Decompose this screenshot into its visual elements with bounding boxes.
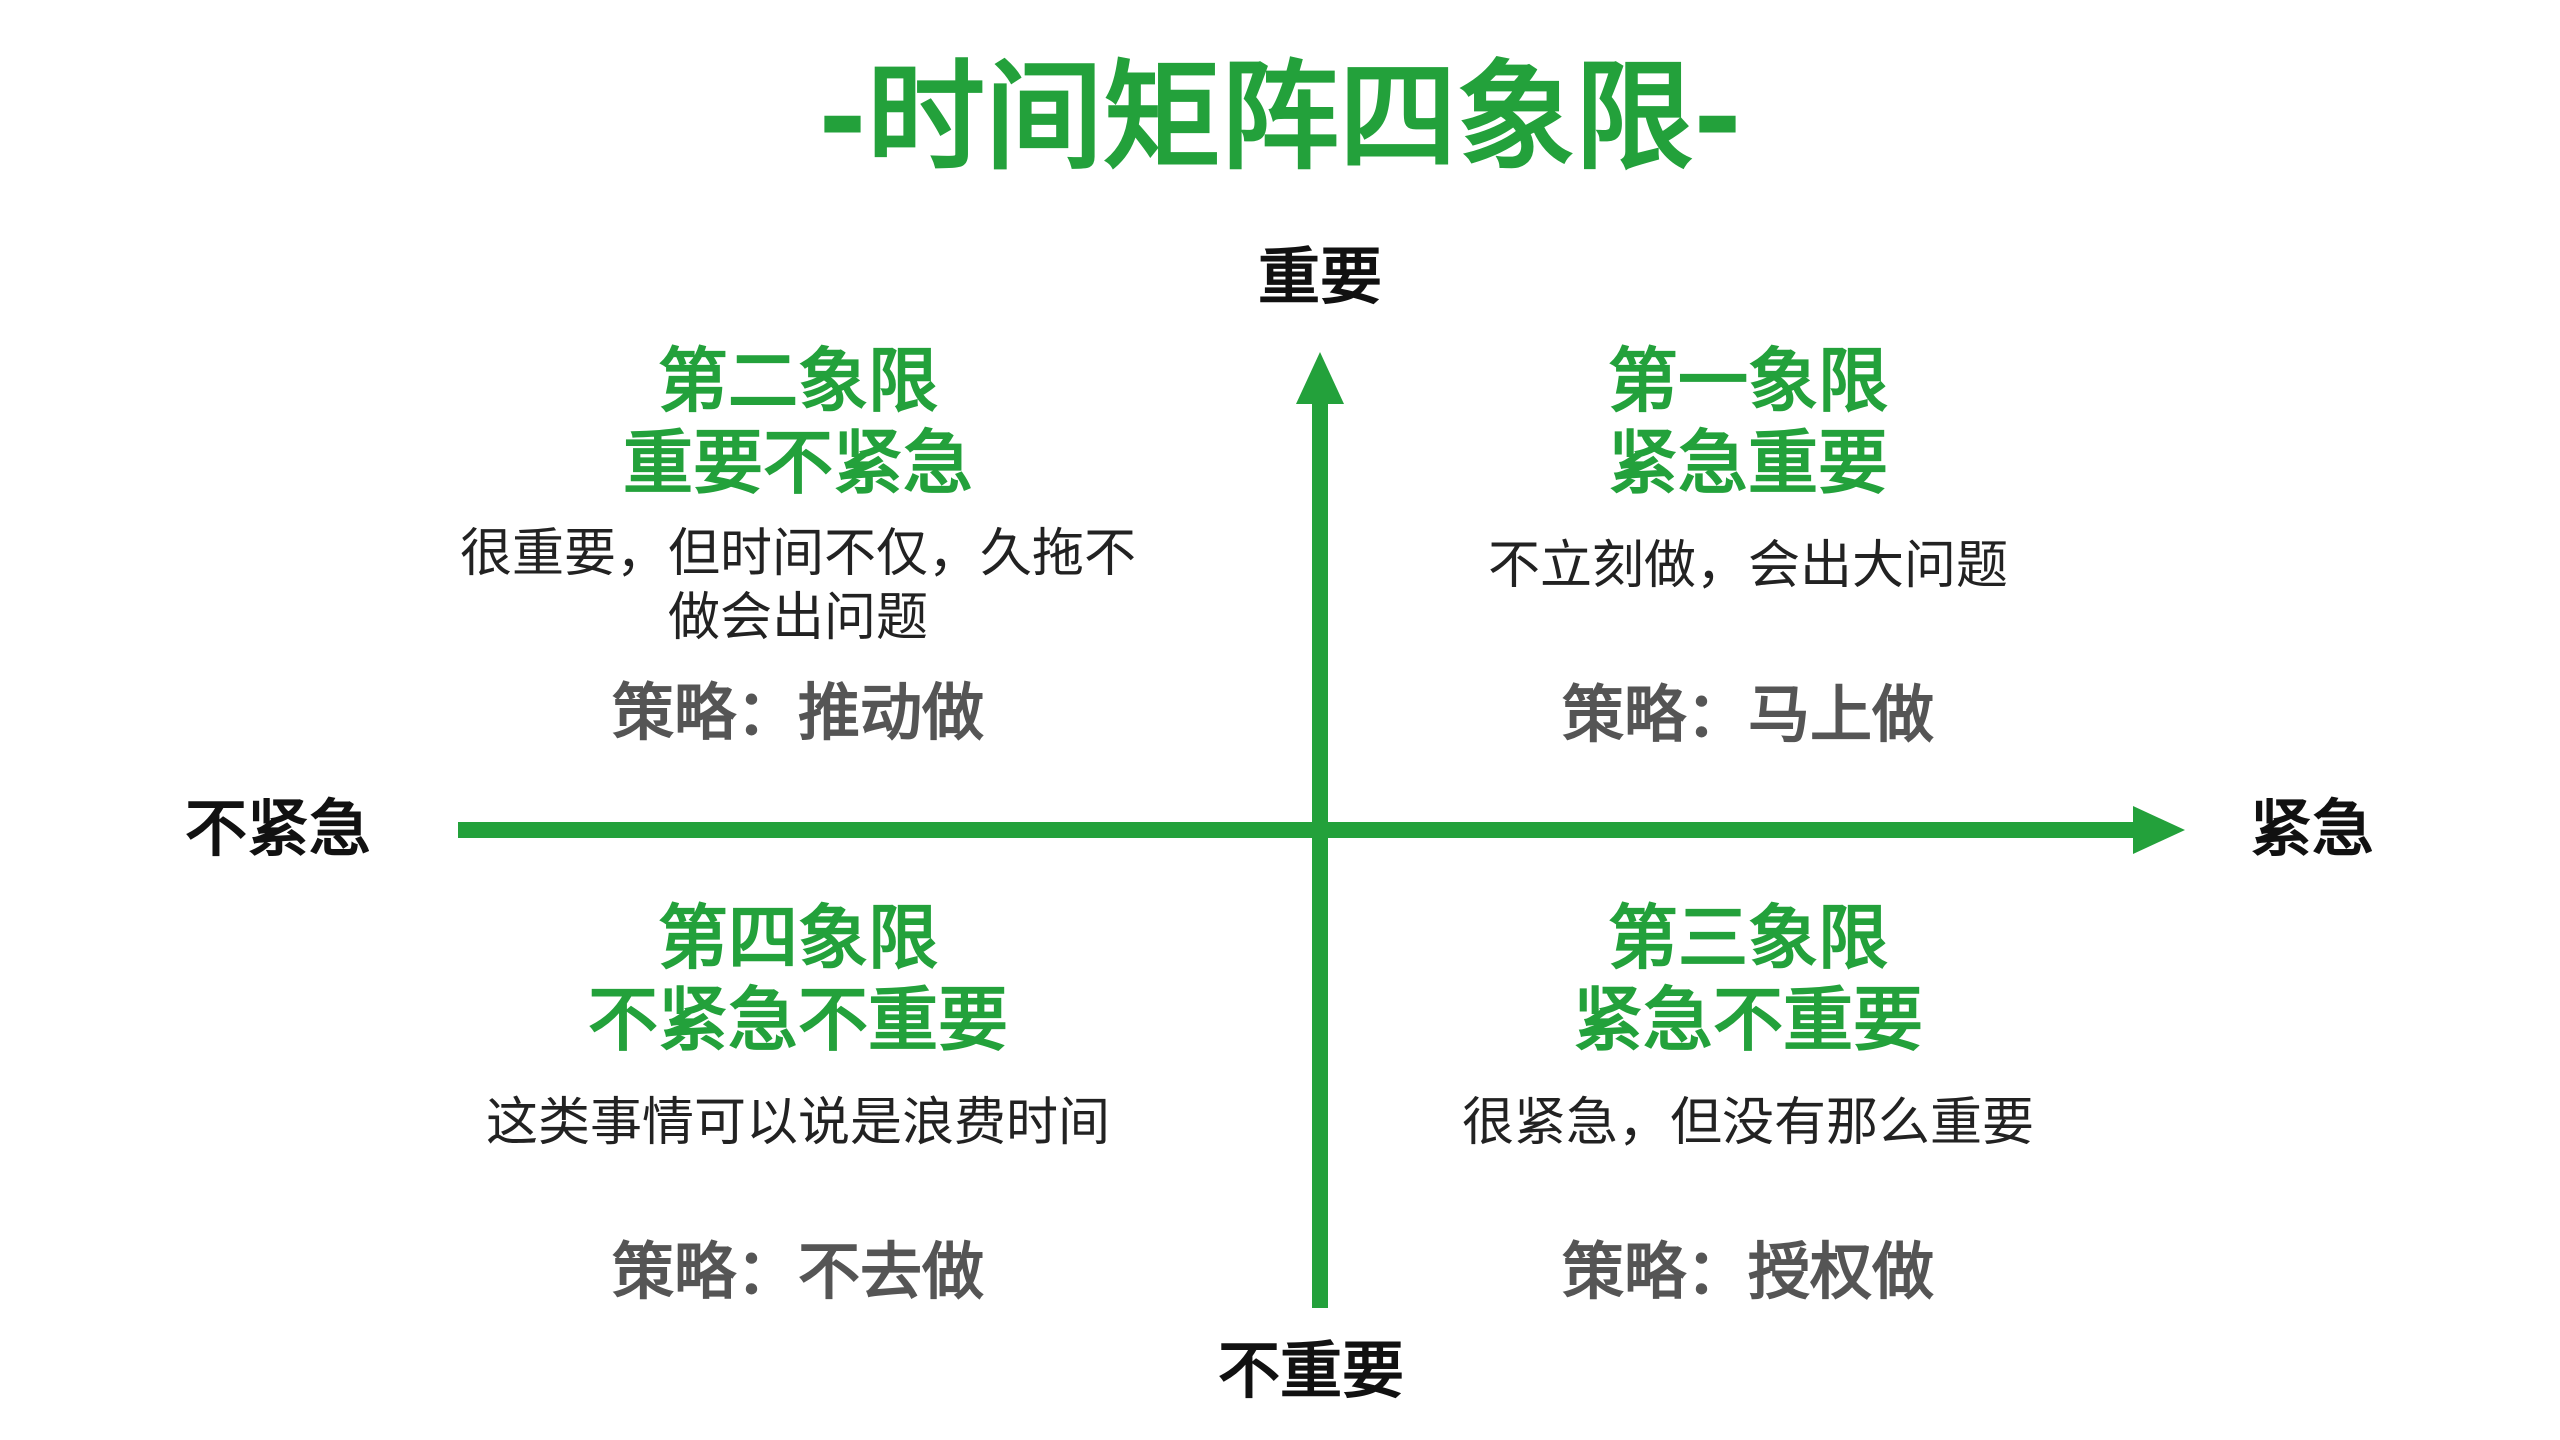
quadrant-4-name: 第四象限 [658, 897, 938, 979]
quadrant-4-subtitle: 不紧急不重要 [588, 979, 1008, 1061]
axis-label-not-important: 不重要 [1218, 1334, 1405, 1407]
quadrant-2-strategy: 策略：推动做 [611, 676, 984, 749]
quadrant-2: 第二象限 重要不紧急 很重要，但时间不仅，久拖不 做会出问题 策略：推动做 [418, 340, 1178, 744]
quadrant-3-strategy: 策略：授权做 [1561, 1235, 1934, 1308]
axis-label-urgent: 紧急 [2250, 792, 2375, 865]
quadrant-1-strategy: 策略：马上做 [1561, 678, 1934, 751]
quadrant-4-description-line: 这类事情可以说是浪费时间 [485, 1093, 1110, 1153]
quadrant-4-description: 这类事情可以说是浪费时间 [418, 1091, 1178, 1155]
page-title: -时间矩阵四象限- [818, 48, 1742, 186]
quadrant-3-description: 很紧急，但没有那么重要 [1368, 1091, 2128, 1155]
quadrant-1-name: 第一象限 [1608, 340, 1888, 422]
quadrant-1-description: 不立刻做，会出大问题 [1368, 534, 2128, 598]
quadrant-1: 第一象限 紧急重要 不立刻做，会出大问题 策略：马上做 [1368, 340, 2128, 746]
quadrant-2-name: 第二象限 [658, 340, 938, 422]
quadrant-3: 第三象限 紧急不重要 很紧急，但没有那么重要 策略：授权做 [1368, 897, 2128, 1303]
quadrant-2-description-line: 做会出问题 [667, 588, 928, 648]
quadrant-1-subtitle: 紧急重要 [1608, 422, 1888, 504]
quadrant-3-name: 第三象限 [1608, 897, 1888, 979]
axis-label-important: 重要 [1258, 240, 1383, 313]
quadrant-4: 第四象限 不紧急不重要 这类事情可以说是浪费时间 策略：不去做 [418, 897, 1178, 1303]
right-arrow-head [2133, 806, 2185, 854]
quadrant-1-description-line: 不立刻做，会出大问题 [1487, 536, 2008, 596]
quadrant-4-strategy: 策略：不去做 [611, 1235, 984, 1308]
quadrant-3-subtitle: 紧急不重要 [1573, 979, 1923, 1061]
axis-label-not-urgent: 不紧急 [185, 792, 372, 865]
quadrant-3-description-line: 很紧急，但没有那么重要 [1461, 1093, 2034, 1153]
quadrant-2-subtitle: 重要不紧急 [623, 422, 973, 504]
quadrant-2-description: 很重要，但时间不仅，久拖不 做会出问题 [418, 522, 1178, 650]
up-arrow-head [1296, 352, 1344, 404]
quadrant-2-description-line: 很重要，但时间不仅，久拖不 [459, 524, 1136, 584]
